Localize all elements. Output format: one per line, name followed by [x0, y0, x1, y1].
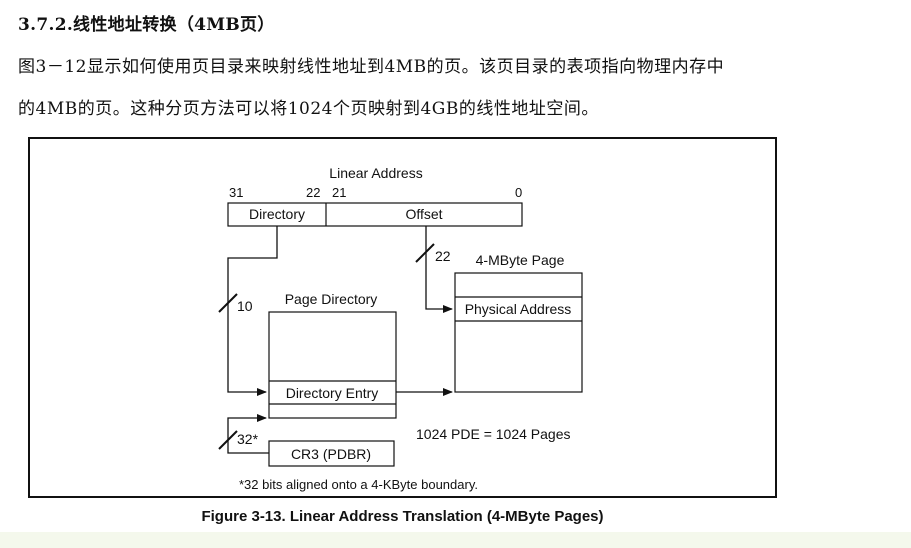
- paragraph-line-2: 的4MB的页。这种分页方法可以将1024个页映射到4GB的线性地址空间。: [18, 99, 599, 119]
- footnote: *32 bits aligned onto a 4-KByte boundary…: [239, 477, 478, 492]
- cr3-label: CR3 (PDBR): [291, 446, 371, 462]
- bit-0-label: 0: [515, 185, 522, 200]
- directory-entry-label: Directory Entry: [286, 385, 379, 401]
- cr3-bits-slash: [218, 430, 238, 450]
- cr3-arrow: [227, 414, 269, 454]
- bit-21-label: 21: [332, 185, 346, 200]
- paragraph-line-1: 图3－12显示如何使用页目录来映射线性地址到4MB的页。该页目录的表项指向物理内…: [18, 57, 725, 77]
- figure-frame: [28, 137, 777, 498]
- offset-bits-slash: [415, 243, 435, 263]
- section-heading: 3.7.2.线性地址转换（4MB页）: [18, 15, 275, 35]
- linear-address-bar: [227, 202, 523, 227]
- offset-field-label: Offset: [405, 206, 442, 222]
- bit-31-label: 31: [229, 185, 243, 200]
- cr3-box: [268, 440, 395, 467]
- page-bottom-band: [0, 532, 911, 548]
- directory-bits-label: 10: [237, 298, 253, 314]
- figure-caption: Figure 3-13. Linear Address Translation …: [201, 508, 604, 525]
- offset-bits-label: 22: [435, 248, 451, 264]
- directory-bits-slash: [218, 293, 238, 313]
- bit-22-label: 22: [306, 185, 320, 200]
- physical-address-label: Physical Address: [465, 301, 572, 317]
- page-title: 4-MByte Page: [476, 252, 565, 268]
- cr3-bits-label: 32*: [237, 431, 259, 447]
- page-directory-title: Page Directory: [285, 291, 378, 307]
- directory-arrow: [227, 226, 278, 396]
- offset-arrow: [425, 226, 453, 313]
- directory-field-label: Directory: [249, 206, 305, 222]
- pde-note: 1024 PDE = 1024 Pages: [416, 426, 571, 442]
- page-box: [454, 272, 583, 393]
- page-directory-box: [268, 311, 397, 419]
- linear-address-title: Linear Address: [329, 165, 422, 181]
